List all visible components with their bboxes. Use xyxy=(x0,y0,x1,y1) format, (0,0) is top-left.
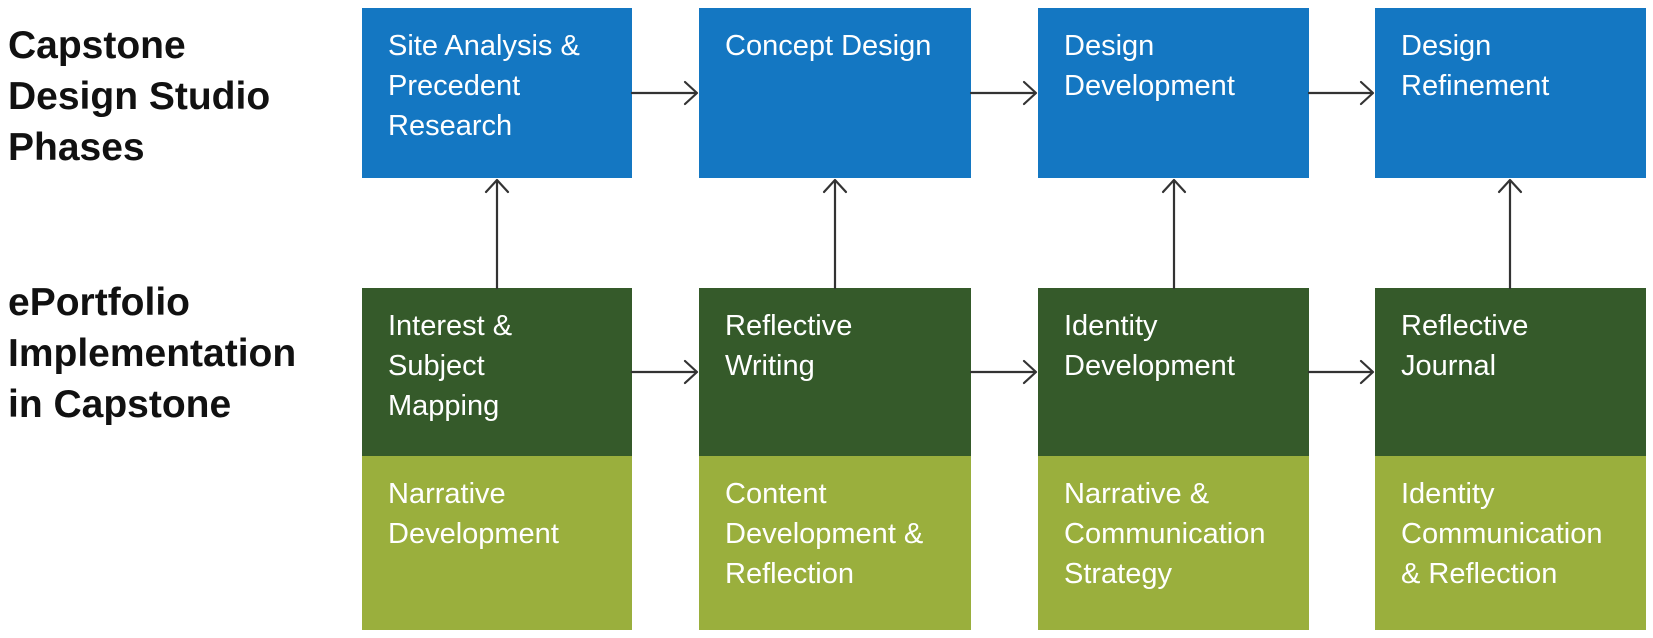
box-text-line: Development xyxy=(1064,70,1235,102)
box-text-line: Journal xyxy=(1401,350,1497,382)
arrow-up-icon xyxy=(822,178,848,290)
box-text-line: Concept Design xyxy=(725,30,932,62)
arrow-right-icon xyxy=(630,359,699,385)
box-text-line: Content xyxy=(725,478,827,510)
box-text-line: Site Analysis & xyxy=(388,30,580,62)
box-text-line: & Reflection xyxy=(1401,558,1558,590)
phase-box-design-refinement: Design Refinement xyxy=(1375,8,1646,178)
box-text-line: Identity xyxy=(1401,478,1495,510)
arrow-up-icon xyxy=(1497,178,1523,290)
box-text-line: Development xyxy=(388,518,559,550)
box-text-line: Narrative & xyxy=(1064,478,1210,510)
box-text-line: Reflective xyxy=(1401,310,1529,342)
box-text-line: Mapping xyxy=(388,390,500,422)
box-text-line: Communication xyxy=(1064,518,1266,550)
eportfolio-box-identity-communication: Identity Communication & Reflection xyxy=(1375,456,1646,630)
box-text-line: Identity xyxy=(1064,310,1158,342)
box-text-line: Design xyxy=(1064,30,1155,62)
phase-box-design-development: Design Development xyxy=(1038,8,1309,178)
arrow-up-icon xyxy=(1161,178,1187,290)
arrow-right-icon xyxy=(630,80,699,106)
row-label-capstone-phases: Capstone Design Studio Phases xyxy=(8,20,270,173)
arrow-up-icon xyxy=(484,178,510,290)
box-text-line: Precedent xyxy=(388,70,521,102)
eportfolio-box-reflective-journal: Reflective Journal xyxy=(1375,288,1646,456)
box-text-line: Narrative xyxy=(388,478,506,510)
row-label-eportfolio: ePortfolio Implementation in Capstone xyxy=(8,277,296,430)
arrow-right-icon xyxy=(969,359,1038,385)
eportfolio-box-reflective-writing: Reflective Writing xyxy=(699,288,971,456)
phase-box-site-analysis: Site Analysis & Precedent Research xyxy=(362,8,632,178)
arrow-right-icon xyxy=(969,80,1038,106)
box-text-line: Strategy xyxy=(1064,558,1172,590)
eportfolio-box-interest-mapping: Interest & Subject Mapping xyxy=(362,288,632,456)
arrow-right-icon xyxy=(1307,80,1375,106)
row-label-line: Design Studio xyxy=(8,75,271,118)
eportfolio-box-identity-development: Identity Development xyxy=(1038,288,1309,456)
eportfolio-box-communication-strategy: Narrative & Communication Strategy xyxy=(1038,456,1309,630)
eportfolio-box-content-development: Content Development & Reflection xyxy=(699,456,971,630)
box-text-line: Communication xyxy=(1401,518,1603,550)
box-text-line: Interest & xyxy=(388,310,513,342)
box-text-line: Refinement xyxy=(1401,70,1550,102)
phase-box-concept-design: Concept Design xyxy=(699,8,971,178)
box-text-line: Development & xyxy=(725,518,924,550)
eportfolio-box-narrative-development: Narrative Development xyxy=(362,456,632,630)
arrow-right-icon xyxy=(1307,359,1375,385)
box-text-line: Research xyxy=(388,110,513,142)
box-text-line: Reflection xyxy=(725,558,854,590)
row-label-line: Implementation xyxy=(8,332,297,375)
row-label-line: ePortfolio xyxy=(8,281,190,324)
row-label-line: Capstone xyxy=(8,24,186,67)
box-text-line: Writing xyxy=(725,350,815,382)
box-text-line: Development xyxy=(1064,350,1235,382)
box-text-line: Reflective xyxy=(725,310,853,342)
box-text-line: Subject xyxy=(388,350,485,382)
row-label-line: in Capstone xyxy=(8,383,232,426)
box-text-line: Design xyxy=(1401,30,1492,62)
row-label-line: Phases xyxy=(8,126,145,169)
